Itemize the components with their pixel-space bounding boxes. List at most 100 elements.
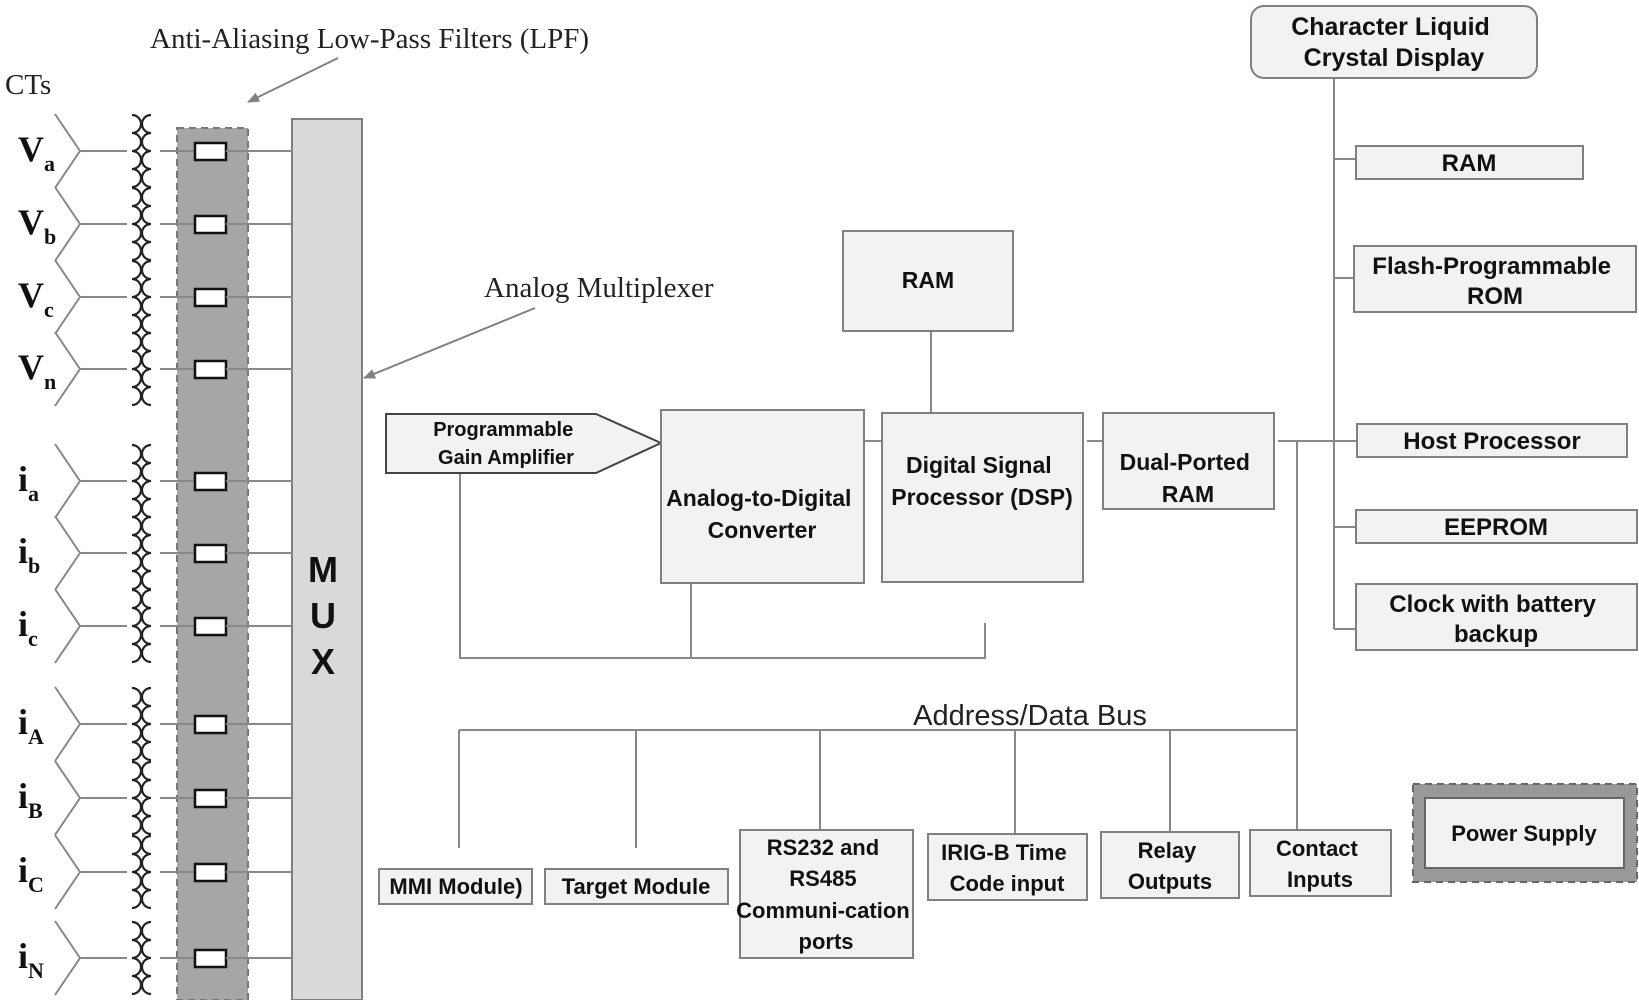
channel-main: V xyxy=(18,202,44,242)
target-block xyxy=(544,868,729,905)
lpf-filter xyxy=(193,543,228,564)
irig-label: IRIG-B Time Code input xyxy=(941,840,1073,896)
mux-letter: U xyxy=(310,595,336,636)
relay-label: Relay Outputs xyxy=(1128,838,1212,894)
channel-sub: N xyxy=(28,958,44,983)
lpf-filter xyxy=(193,862,228,883)
ct-symbol xyxy=(131,331,152,407)
ct-symbol xyxy=(131,588,152,664)
input-terminal xyxy=(54,920,82,996)
lcd-block xyxy=(1250,5,1538,79)
channel-main: i xyxy=(18,936,28,976)
irig-line: Code input xyxy=(950,871,1066,896)
channel-sub: C xyxy=(28,872,44,897)
dsp-label: Digital Signal Processor (DSP) xyxy=(891,452,1073,510)
lcd-label: Character Liquid Crystal Display xyxy=(1291,13,1497,72)
input-row: Vc xyxy=(18,259,292,335)
input-row: Va xyxy=(18,113,292,189)
channel-main: i xyxy=(18,850,28,890)
mux-arrow xyxy=(363,307,536,379)
contact-label: Contact Inputs xyxy=(1276,836,1364,892)
lpf-filter xyxy=(193,714,228,735)
pga-line: Programmable xyxy=(433,419,573,441)
clock-line: Clock with battery xyxy=(1389,591,1596,618)
channel-main: V xyxy=(18,347,44,387)
flash-line: Flash-Programmable xyxy=(1372,253,1611,280)
irig-line: IRIG-B Time xyxy=(941,840,1067,865)
channel-label: Va xyxy=(18,129,55,176)
channel-sub: c xyxy=(44,297,54,322)
ram-right-label: RAM xyxy=(1442,150,1497,177)
lpf-filter xyxy=(193,359,228,380)
channel-label: iN xyxy=(18,936,44,983)
irig-block xyxy=(927,833,1088,901)
channel-main: i xyxy=(18,604,28,644)
rs232-label: RS232 and RS485 Communi-cation ports xyxy=(736,835,916,954)
ram-right-block xyxy=(1355,145,1584,180)
input-terminal xyxy=(54,686,82,762)
channel-sub: a xyxy=(28,481,39,506)
dsp-block xyxy=(881,412,1084,583)
lpf-filter xyxy=(193,471,228,492)
dpram-block xyxy=(1102,412,1275,510)
channel-label: Vn xyxy=(18,347,56,394)
channel-sub: A xyxy=(28,724,44,749)
clock-line: backup xyxy=(1454,621,1538,648)
lpf-arrow xyxy=(247,57,339,103)
ram-top-block xyxy=(842,230,1014,332)
relay-line: Relay xyxy=(1138,838,1197,863)
input-terminal xyxy=(54,443,82,519)
bus-label: Address/Data Bus xyxy=(913,700,1147,732)
channel-main: V xyxy=(18,129,44,169)
adc-line: Analog-to-Digital xyxy=(666,485,851,511)
input-row: Vn xyxy=(18,331,292,407)
mux-letter: M xyxy=(308,549,338,590)
dsp-line: Digital Signal xyxy=(906,452,1052,478)
mux-block xyxy=(291,118,363,1000)
rs232-line: RS232 and xyxy=(767,835,880,860)
flash-label: Flash-Programmable ROM xyxy=(1372,253,1617,310)
rs232-line: ports xyxy=(799,929,854,954)
input-row: Vb xyxy=(18,186,292,262)
channel-sub: a xyxy=(44,151,55,176)
flash-line: ROM xyxy=(1467,283,1523,310)
mux-letter: X xyxy=(311,641,335,682)
target-label: Target Module xyxy=(562,874,711,899)
contact-line: Contact xyxy=(1276,836,1359,861)
host-label: Host Processor xyxy=(1403,428,1580,455)
lcd-line: Character Liquid xyxy=(1291,13,1490,41)
contact-line: Inputs xyxy=(1287,867,1353,892)
pga-line: Gain Amplifier xyxy=(438,447,574,469)
input-terminal xyxy=(54,331,82,407)
input-terminal xyxy=(54,186,82,262)
ct-symbol xyxy=(131,686,152,762)
adc-line: Converter xyxy=(708,517,817,543)
power-block xyxy=(1424,797,1625,869)
dpram-line: Dual-Ported xyxy=(1120,449,1250,475)
channel-sub: B xyxy=(28,798,43,823)
flash-block xyxy=(1353,245,1637,313)
input-row: iB xyxy=(18,760,292,836)
power-label: Power Supply xyxy=(1451,821,1597,846)
ct-symbol xyxy=(131,443,152,519)
dsp-line: Processor (DSP) xyxy=(891,484,1073,510)
mux-label: M U X xyxy=(308,549,338,682)
lpf-filter xyxy=(193,214,228,235)
input-row: ia xyxy=(18,443,292,519)
dpram-label: Dual-Ported RAM xyxy=(1120,449,1257,507)
cts-annotation: CTs xyxy=(5,69,51,101)
input-terminal xyxy=(54,259,82,335)
input-row: iC xyxy=(18,834,292,910)
rs232-line: RS485 xyxy=(789,866,856,891)
clock-label: Clock with battery backup xyxy=(1389,591,1602,648)
channel-label: iB xyxy=(18,776,43,823)
ct-symbol xyxy=(131,113,152,189)
channel-sub: c xyxy=(28,626,38,651)
channel-main: V xyxy=(18,275,44,315)
input-row: iA xyxy=(18,686,292,762)
channel-label: Vc xyxy=(18,275,54,322)
ct-symbol xyxy=(131,259,152,335)
eeprom-block xyxy=(1355,509,1638,544)
ram-top-label: RAM xyxy=(902,267,954,293)
